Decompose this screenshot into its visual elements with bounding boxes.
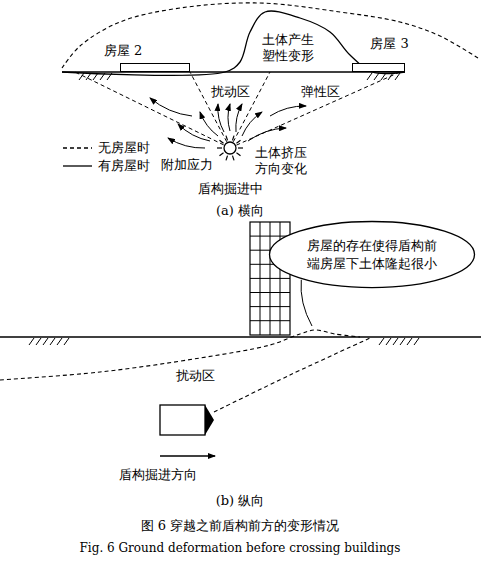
- note-label: 土体挤压 方向变化: [255, 145, 309, 178]
- soil-arrow: [236, 104, 242, 132]
- direction-label: 盾构掘进方向: [119, 467, 197, 483]
- stress-ray: [219, 153, 223, 156]
- stress-label: 附加应力: [161, 157, 213, 173]
- ground-hatch: [36, 338, 41, 345]
- legend-row: 无房屋时: [62, 139, 150, 157]
- building-grid: [250, 292, 290, 293]
- callout-tail: [301, 280, 312, 326]
- shield-machine: [160, 405, 205, 435]
- legend-line: [63, 147, 92, 148]
- longitudinal-view: [0, 222, 481, 456]
- soil-arrow: [242, 112, 262, 136]
- ground-line: [0, 336, 481, 337]
- house-box: 房屋 2: [120, 63, 190, 72]
- zone-label: 扰动区: [211, 84, 250, 100]
- shield-cutter: [205, 405, 214, 435]
- transverse-view: [62, 3, 478, 160]
- caption-english: Fig. 6 Ground deformation before crossin…: [80, 541, 401, 556]
- ground-hatch: [93, 73, 98, 80]
- ground-hatch: [50, 338, 55, 345]
- stress-ray: [232, 136, 234, 141]
- ground-hatch: [374, 73, 379, 80]
- house-label: 房屋 3: [370, 35, 408, 53]
- soil-arrow: [248, 128, 286, 141]
- ground-hatch: [43, 338, 48, 345]
- stress-ray: [236, 153, 240, 156]
- building-grid: [250, 306, 290, 307]
- building-grid: [250, 236, 290, 237]
- ground-hatch: [395, 73, 400, 80]
- callout-ellipse-shape: [270, 222, 475, 288]
- ground-hatch: [400, 338, 405, 345]
- subfigure-label: (a) 横向: [216, 203, 264, 219]
- note-label: 盾构掘进中: [198, 181, 263, 197]
- stress-ray: [236, 140, 240, 143]
- legend-text: 无房屋时: [98, 139, 150, 157]
- ground-hatch: [379, 338, 384, 345]
- building-grid: [250, 278, 290, 279]
- soil-arrow: [218, 104, 224, 132]
- callout-ellipse: 房屋的存在使得盾构前端房屋下土体隆起很小: [268, 220, 476, 289]
- stress-ray: [219, 140, 223, 143]
- stress-ray: [232, 156, 234, 161]
- zone-label: 扰动区: [176, 368, 215, 384]
- zone-label: 土体产生 塑性变形: [262, 32, 316, 65]
- ground-hatch: [100, 73, 105, 80]
- house-label: 房屋 2: [104, 42, 142, 60]
- ground-hatch: [29, 338, 34, 345]
- ground-hatch: [386, 338, 391, 345]
- stress-ray: [217, 147, 222, 148]
- shield-section: [224, 142, 236, 154]
- soil-arrow: [270, 106, 306, 116]
- legend: 无房屋时有房屋时: [62, 139, 150, 175]
- ground-hatch: [57, 338, 62, 345]
- stress-ray: [226, 136, 228, 141]
- soil-arrow: [200, 112, 218, 136]
- building-grid: [250, 320, 290, 321]
- advance-arrow: [160, 455, 215, 456]
- ground-hatch: [367, 73, 372, 80]
- soil-arrow: [228, 104, 230, 131]
- callout-outline: [268, 220, 476, 289]
- settlement-curve-no-house: [62, 3, 478, 68]
- ground-hatch: [414, 338, 419, 345]
- soil-arrow: [150, 98, 192, 116]
- legend-sample: [62, 160, 94, 172]
- house-box: 房屋 3: [352, 63, 405, 72]
- ground-hatch: [107, 73, 112, 80]
- caption: 图 6 穿越之前盾构前方的变形情况: [141, 518, 340, 534]
- soil-arrow: [168, 138, 205, 148]
- ground-hatch: [393, 338, 398, 345]
- subfigure-label: (b) 纵向: [216, 493, 265, 509]
- callout-text: 房屋的存在使得盾构前端房屋下土体隆起很小: [302, 237, 442, 272]
- zone-boundary: [230, 72, 400, 148]
- stress-ray: [238, 147, 243, 148]
- ground-hatch: [64, 338, 69, 345]
- ground-hatch: [407, 338, 412, 345]
- disturbed-zone-boundary: [214, 338, 370, 412]
- zone-boundary: [75, 72, 230, 148]
- legend-line: [63, 165, 92, 166]
- legend-text: 有房屋时: [98, 157, 150, 175]
- legend-sample: [62, 142, 94, 154]
- settlement-curve-with-house: [62, 11, 405, 75]
- stress-ray: [226, 156, 228, 161]
- soil-arrow: [178, 124, 210, 141]
- zone-boundary: [230, 72, 270, 148]
- zone-label: 弹性区: [301, 84, 340, 100]
- legend-row: 有房屋时: [62, 157, 150, 175]
